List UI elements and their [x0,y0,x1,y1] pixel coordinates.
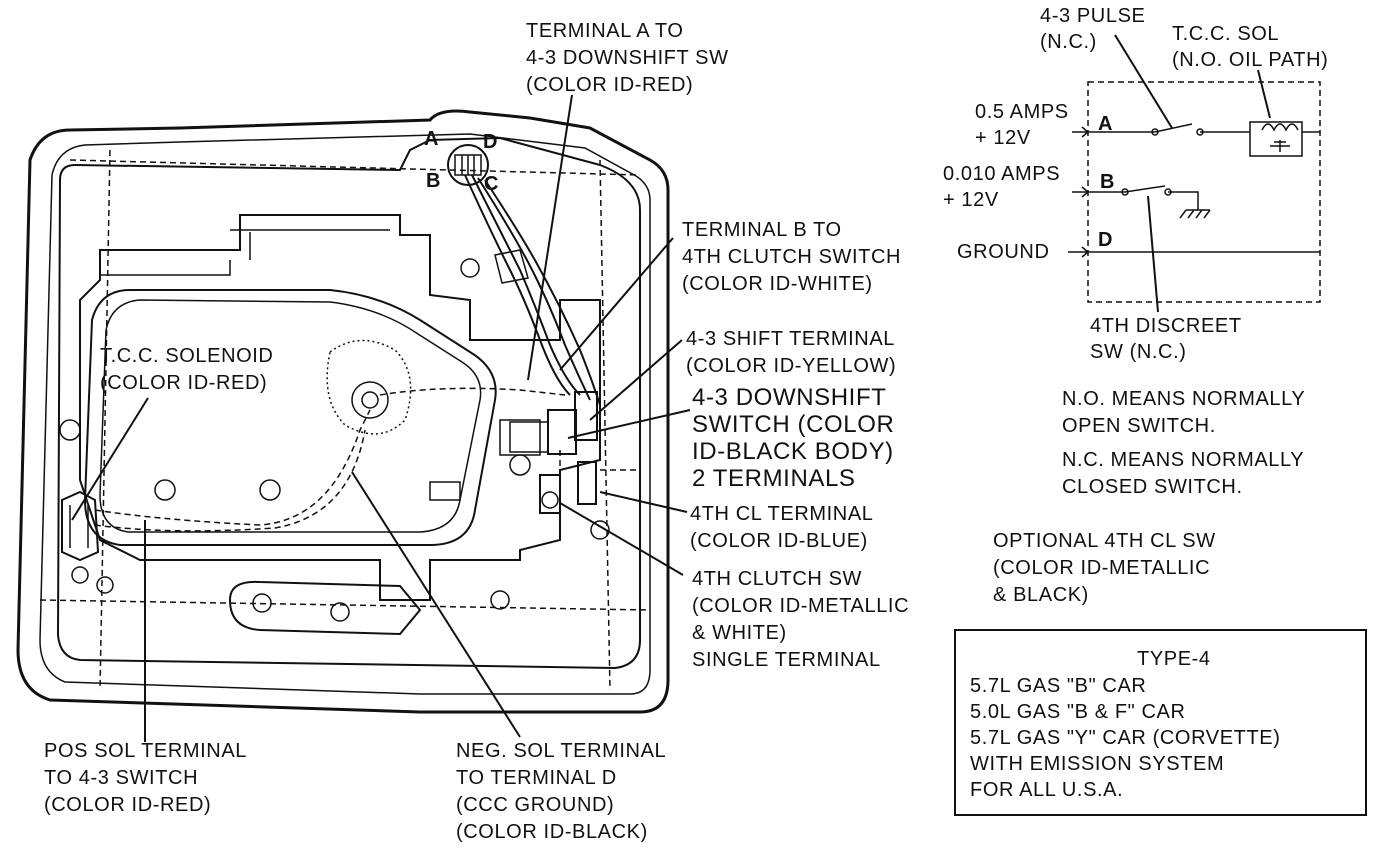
schematic-pin-d: D [1098,229,1112,251]
callout-4th-clutch-sw: 4TH CLUTCH SW (COLOR ID-METALLIC & WHITE… [692,568,909,671]
row-b-line1: 0.010 AMPS [943,163,1060,185]
callout-neg-sol-terminal: NEG. SOL TERMINAL TO TERMINAL D (CCC GRO… [456,740,666,843]
type-box: TYPE-4 5.7L GAS "B" CAR 5.0L GAS "B & F"… [954,629,1367,816]
pin-b-label: B [426,170,440,192]
downshift-switch-line1: 4-3 DOWNSHIFT [692,384,886,411]
terminal-a-line3: (COLOR ID-RED) [526,74,693,96]
connector-pin-labels: A D B C [424,128,498,195]
callout-downshift-switch: 4-3 DOWNSHIFT SWITCH (COLOR ID-BLACK BOD… [692,384,894,492]
terminal-b-line2: 4TH CLUTCH SWITCH [682,246,901,268]
transmission-pan [16,109,670,714]
callout-tcc-solenoid: T.C.C. SOLENOID (COLOR ID-RED) [100,345,273,394]
callout-pos-sol-terminal: POS SOL TERMINAL TO 4-3 SWITCH (COLOR ID… [44,740,247,816]
pin-c-label: C [484,173,498,195]
no-def-line2: OPEN SWITCH. [1062,415,1216,437]
terminal-a-line2: 4-3 DOWNSHIFT SW [526,47,729,69]
type-box-line3: 5.7L GAS "Y" CAR (CORVETTE) [970,727,1280,749]
downshift-switch-line3: ID-BLACK BODY) [692,438,894,465]
terminal-b-line3: (COLOR ID-WHITE) [682,273,873,295]
row-b-line2: + 12V [943,189,999,211]
discreet-sw-line2: SW (N.C.) [1090,341,1187,363]
nc-def-line2: CLOSED SWITCH. [1062,476,1243,498]
type-box-line4: WITH EMISSION SYSTEM [970,753,1224,775]
tcc-solenoid-line2: (COLOR ID-RED) [100,372,267,394]
neg-sol-line3: (CCC GROUND) [456,794,614,816]
schematic-pin-b: B [1100,171,1114,193]
terminal-b-line1: TERMINAL B TO [682,219,842,241]
fourth-cl-terminal-line1: 4TH CL TERMINAL [690,503,873,525]
fourth-clutch-sw-line1: 4TH CLUTCH SW [692,568,862,590]
neg-sol-line1: NEG. SOL TERMINAL [456,740,666,762]
fourth-clutch-sw-line2: (COLOR ID-METALLIC [692,595,909,617]
fourth-cl-terminal-line2: (COLOR ID-BLUE) [690,530,868,552]
tcc-solenoid-line1: T.C.C. SOLENOID [100,345,273,367]
no-def-line1: N.O. MEANS NORMALLY [1062,388,1305,410]
shift-terminal-line2: (COLOR ID-YELLOW) [686,355,896,377]
optional-line1: OPTIONAL 4TH CL SW [993,530,1216,552]
pin-d-label: D [483,131,497,153]
downshift-switch-line2: SWITCH (COLOR [692,411,894,438]
fourth-clutch-sw-line3: & WHITE) [692,622,787,644]
pos-sol-line1: POS SOL TERMINAL [44,740,247,762]
optional-line2: (COLOR ID-METALLIC [993,557,1210,579]
type-box-line2: 5.0L GAS "B & F" CAR [970,701,1186,723]
ground-label: GROUND [957,241,1050,263]
pos-sol-line2: TO 4-3 SWITCH [44,767,198,789]
neg-sol-line4: (COLOR ID-BLACK) [456,821,648,843]
downshift-switch-line4: 2 TERMINALS [692,465,856,492]
callout-terminal-b: TERMINAL B TO 4TH CLUTCH SWITCH (COLOR I… [682,219,901,295]
tcc-sol-line1: T.C.C. SOL [1172,23,1279,45]
pulse-line1: 4-3 PULSE [1040,5,1145,27]
shift-terminal-line1: 4-3 SHIFT TERMINAL [686,328,895,350]
leader-lines [71,94,691,742]
optional-line3: & BLACK) [993,584,1089,606]
pos-sol-line3: (COLOR ID-RED) [44,794,211,816]
callout-terminal-a: TERMINAL A TO 4-3 DOWNSHIFT SW (COLOR ID… [526,20,729,96]
type-box-title: TYPE-4 [1137,648,1211,670]
type-box-line1: 5.7L GAS "B" CAR [970,675,1146,697]
switch-schematic [1068,34,1321,313]
notes: N.O. MEANS NORMALLY OPEN SWITCH. N.C. ME… [993,388,1305,606]
pulse-line2: (N.C.) [1040,31,1097,53]
terminal-a-line1: TERMINAL A TO [526,20,683,42]
tcc-sol-line2: (N.O. OIL PATH) [1172,49,1328,71]
row-a-line2: + 12V [975,127,1031,149]
fourth-clutch-sw-line4: SINGLE TERMINAL [692,649,881,671]
callout-4th-cl-terminal: 4TH CL TERMINAL (COLOR ID-BLUE) [690,503,873,552]
type-box-line5: FOR ALL U.S.A. [970,779,1123,801]
callout-shift-terminal: 4-3 SHIFT TERMINAL (COLOR ID-YELLOW) [686,328,896,377]
discreet-sw-line1: 4TH DISCREET [1090,315,1242,337]
neg-sol-line2: TO TERMINAL D [456,767,617,789]
schematic-pin-a: A [1098,113,1112,135]
row-a-line1: 0.5 AMPS [975,101,1069,123]
pin-a-label: A [424,128,438,150]
nc-def-line1: N.C. MEANS NORMALLY [1062,449,1304,471]
schematic-labels: 4-3 PULSE (N.C.) T.C.C. SOL (N.O. OIL PA… [943,5,1328,363]
